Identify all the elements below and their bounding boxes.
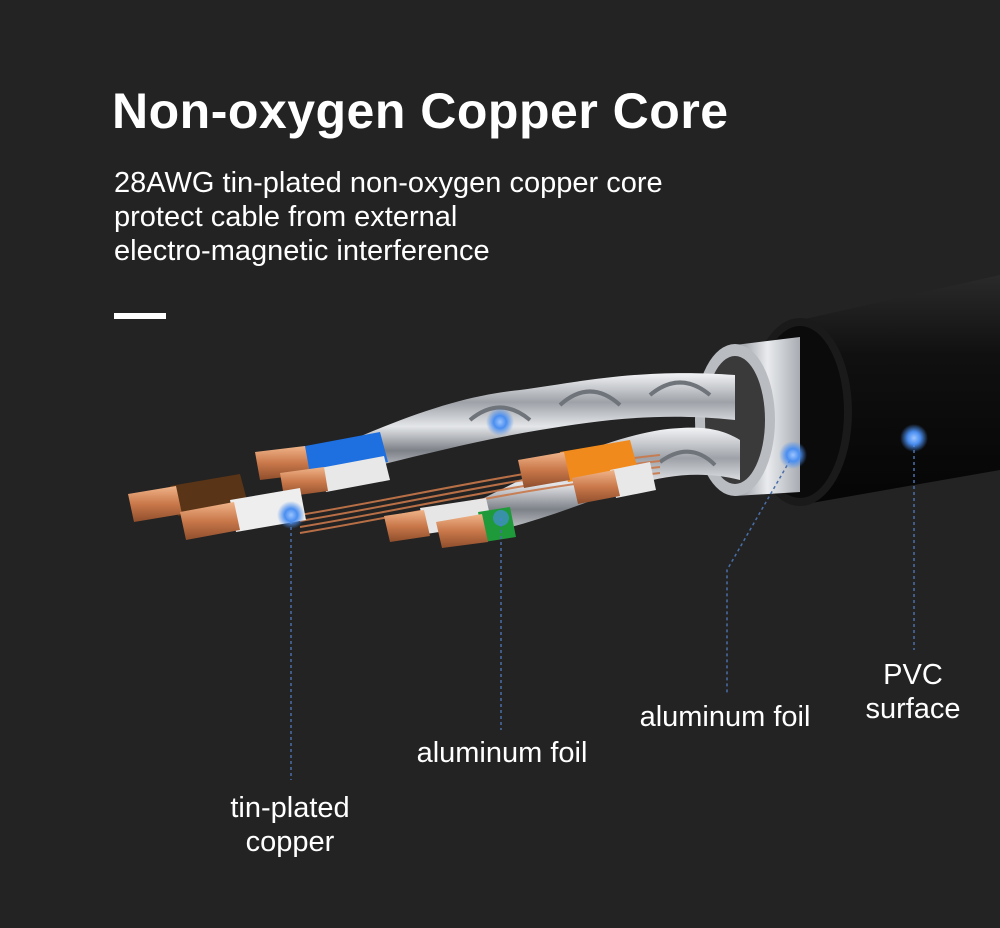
description: 28AWG tin-plated non-oxygen copper core …	[114, 166, 663, 268]
marker-pair-foil-top	[486, 408, 514, 436]
page-title: Non-oxygen Copper Core	[112, 83, 729, 139]
callout-label-pvc: PVC surface	[852, 658, 974, 726]
description-line: electro-magnetic interference	[114, 235, 490, 267]
callout-label-line: aluminum foil	[416, 737, 588, 769]
callout-label-line: surface	[865, 693, 961, 725]
description-line: protect cable from external	[114, 201, 458, 233]
callout-label-conductor: tin-plated copper	[210, 791, 370, 859]
callout-leaders	[290, 438, 915, 780]
callout-label-line: copper	[245, 826, 335, 858]
callout-label-pair-foil: aluminum foil	[396, 736, 608, 770]
leader-outer-foil	[726, 454, 794, 695]
wire-orange-white	[572, 462, 656, 504]
callout-label-line: PVC	[883, 659, 943, 691]
callout-label-line: aluminum foil	[639, 701, 811, 733]
callout-label-outer-foil: aluminum foil	[618, 700, 832, 734]
marker-pair-foil	[493, 510, 509, 526]
callout-markers	[277, 408, 928, 529]
title-divider	[114, 313, 166, 319]
foil-pair-back	[340, 373, 735, 470]
description-line: 28AWG tin-plated non-oxygen copper core	[114, 167, 663, 199]
marker-outer-foil	[779, 441, 807, 469]
marker-conductor	[277, 501, 305, 529]
marker-pvc	[900, 424, 928, 452]
callout-label-line: tin-plated	[230, 792, 350, 824]
